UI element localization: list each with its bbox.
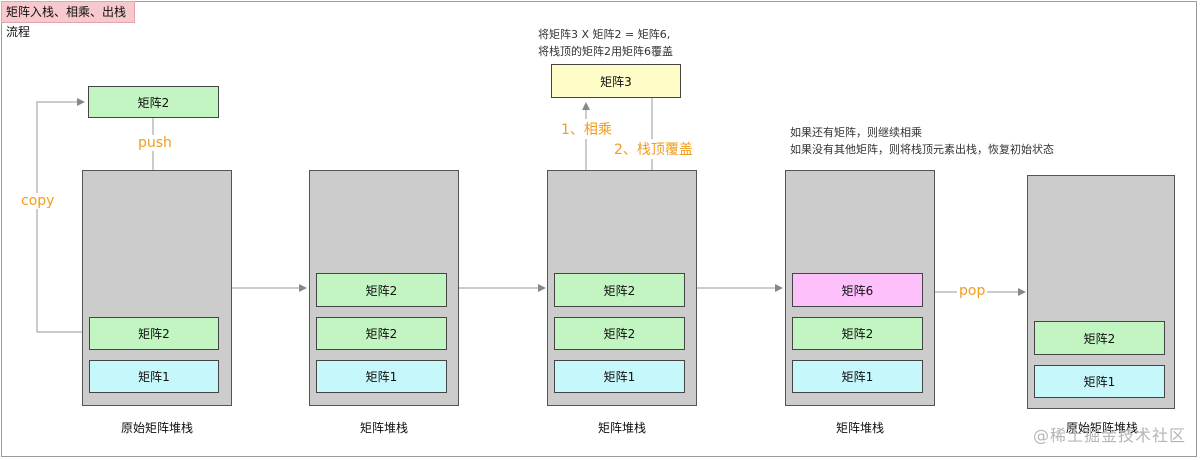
stack5-item-1: 矩阵2	[1034, 321, 1165, 355]
diagram-title: 矩阵入栈、相乘、出栈流程	[1, 1, 135, 39]
stack4-caption: 矩阵堆栈	[835, 421, 884, 435]
stack4-item-2: 矩阵2	[792, 317, 923, 350]
stack3-caption: 矩阵堆栈	[597, 421, 646, 435]
multiply-label: 1、相乘	[559, 119, 614, 139]
stack1-item-2: 矩阵1	[89, 360, 219, 393]
stack2-caption: 矩阵堆栈	[359, 421, 408, 435]
cover-label: 2、栈顶覆盖	[612, 139, 695, 159]
stack3-item-3: 矩阵1	[554, 360, 685, 393]
stack4-item-3: 矩阵1	[792, 360, 923, 393]
pushed-matrix-box: 矩阵2	[88, 86, 219, 118]
stack1-caption: 原始矩阵堆栈	[120, 421, 193, 435]
stack2-item-3: 矩阵1	[316, 360, 447, 393]
stack2-item-2: 矩阵2	[316, 317, 447, 350]
stack5-item-2: 矩阵1	[1034, 365, 1165, 398]
stack3-item-2: 矩阵2	[554, 317, 685, 350]
push-label: push	[136, 135, 174, 151]
watermark: @稀土掘金技术社区	[1032, 426, 1186, 445]
copy-label: copy	[19, 193, 57, 209]
stack2-item-1: 矩阵2	[316, 273, 447, 307]
stack4-item-1: 矩阵6	[792, 273, 923, 307]
continue-note: 如果还有矩阵，则继续相乘 如果没有其他矩阵，则将栈顶元素出栈，恢复初始状态	[790, 126, 1054, 156]
pop-label: pop	[957, 283, 988, 299]
stack1-item-1: 矩阵2	[89, 317, 219, 350]
multiply-note: 将矩阵3 X 矩阵2 = 矩阵6, 将栈顶的矩阵2用矩阵6覆盖	[538, 28, 673, 58]
matrix3-box: 矩阵3	[551, 64, 681, 98]
stack5-caption: 原始矩阵堆栈	[1065, 421, 1138, 435]
stack3-item-1: 矩阵2	[554, 273, 685, 307]
copy-arrow	[36, 98, 89, 333]
